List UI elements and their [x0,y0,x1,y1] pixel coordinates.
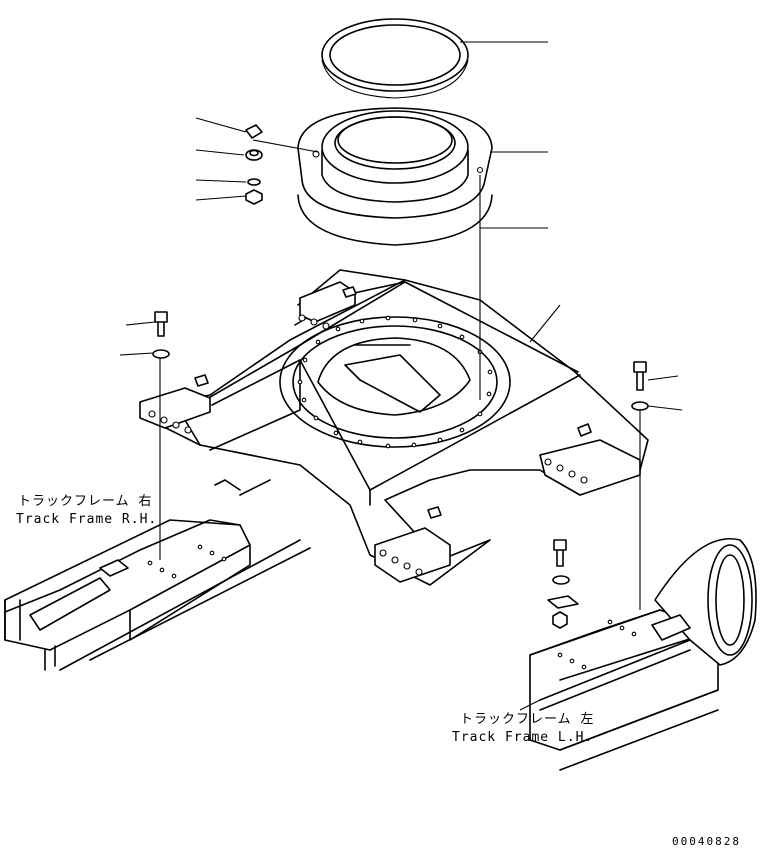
mount-pad-top [298,281,357,330]
bolt-lower-right [547,539,579,629]
track-frame-lh-holes [557,619,637,670]
bolt-right [631,361,649,411]
document-number: 00040828 [672,835,741,848]
track-frame-lh-label-en: Track Frame L.H. [452,730,594,745]
seal-ring [321,18,469,99]
track-frame-rh [4,479,311,671]
track-frame-rh-label-jp: トラックフレーム 右 [18,494,153,509]
swing-bearing-cover [297,107,493,246]
mount-pad-right [539,423,641,496]
mount-pad-left [139,387,211,434]
track-frame-rh-label-en: Track Frame R.H. [16,512,158,527]
track-frame-rh-holes [147,544,227,579]
leader-lines [119,41,683,610]
bolt-left [152,311,170,359]
mount-pad-bottom [374,506,451,583]
bolt-circle [297,315,493,449]
track-frame-lh-label-jp: トラックフレーム 左 [460,712,595,727]
track-frame-lh [529,538,757,771]
idler-wheel [654,538,757,666]
small-parts-stack [245,124,263,205]
label-pointer [519,699,541,711]
revolving-frame [139,269,649,586]
